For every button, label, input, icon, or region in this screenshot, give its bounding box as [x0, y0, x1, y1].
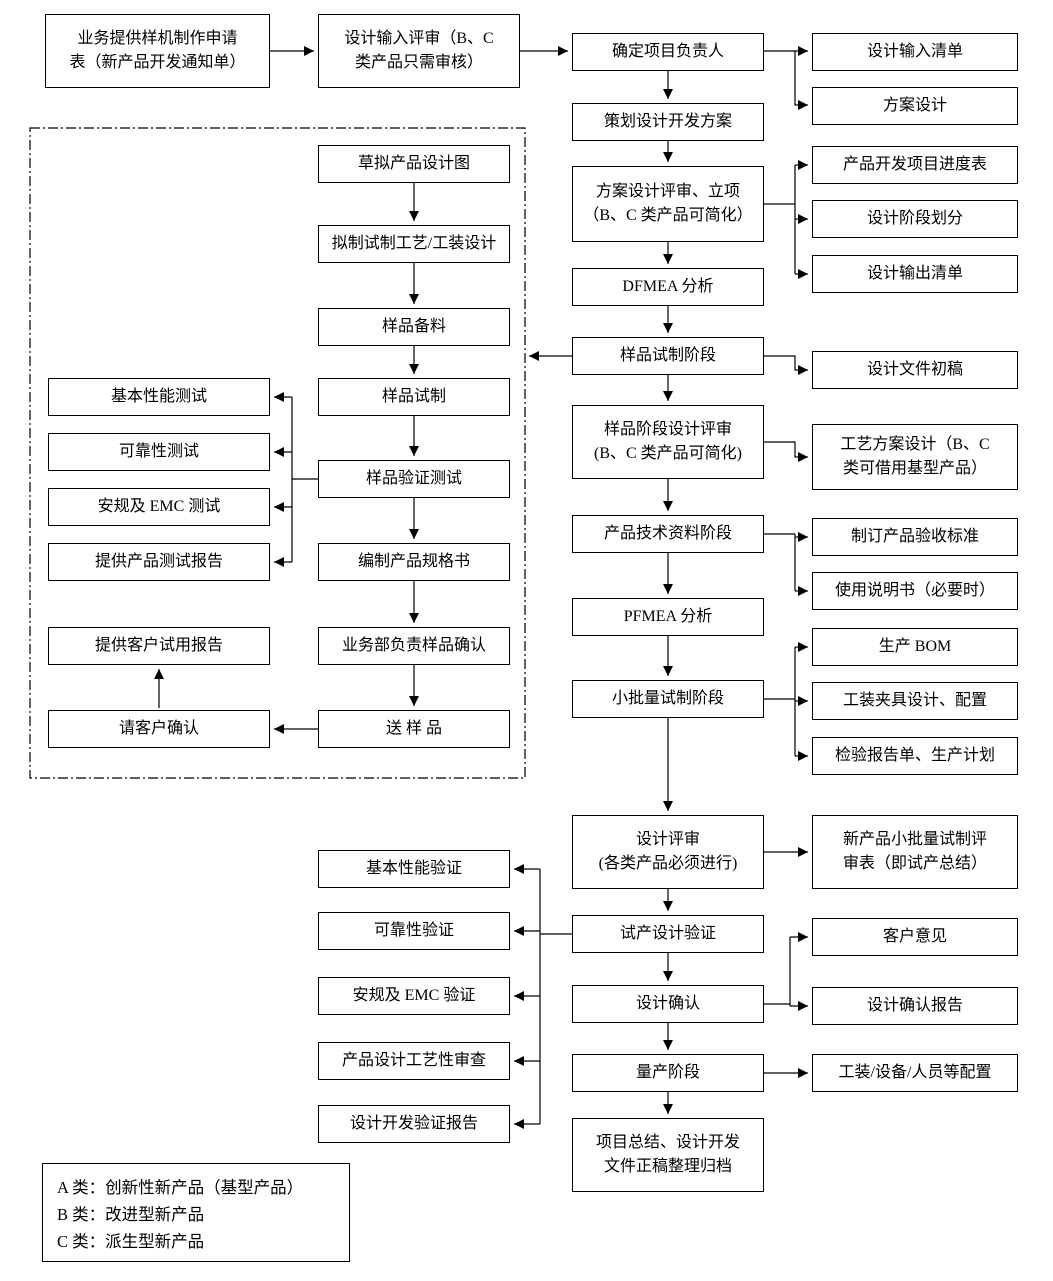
- node-progress-table: 产品开发项目进度表: [812, 146, 1018, 184]
- node-sample-trial-stage: 样品试制阶段: [572, 337, 764, 375]
- node-design-output-list: 设计输出清单: [812, 255, 1018, 293]
- node-process-scheme: 工艺方案设计（B、C 类可借用基型产品）: [812, 424, 1018, 490]
- legend-line-a: A 类：创新性新产品（基型产品）: [57, 1177, 304, 1197]
- node-design-review: 设计评审 (各类产品必须进行): [572, 815, 764, 889]
- node-sample-material: 样品备料: [318, 308, 510, 346]
- node-customer-trial-report: 提供客户试用报告: [48, 627, 270, 665]
- node-customer-confirm: 请客户确认: [48, 710, 270, 748]
- node-sample-trial: 样品试制: [318, 378, 510, 416]
- node-confirm-leader: 确定项目负责人: [572, 33, 764, 71]
- node-draft-design: 草拟产品设计图: [318, 145, 510, 183]
- node-safety-emc-test: 安规及 EMC 测试: [48, 488, 270, 526]
- node-design-confirm: 设计确认: [572, 985, 764, 1023]
- node-pfmea: PFMEA 分析: [572, 598, 764, 636]
- node-mass-production: 量产阶段: [572, 1054, 764, 1092]
- node-spec-book: 编制产品规格书: [318, 543, 510, 581]
- node-scheme-design: 方案设计: [812, 87, 1018, 125]
- node-send-sample: 送 样 品: [318, 710, 510, 748]
- node-basic-perf-verify: 基本性能验证: [318, 850, 510, 888]
- node-safety-emc-verify: 安规及 EMC 验证: [318, 977, 510, 1015]
- legend-line-b: B 类：改进型新产品: [57, 1204, 205, 1224]
- node-design-input-list: 设计输入清单: [812, 33, 1018, 71]
- node-sample-stage-review: 样品阶段设计评审 (B、C 类产品可简化): [572, 405, 764, 479]
- node-fixture-config: 工装夹具设计、配置: [812, 682, 1018, 720]
- node-inspection-report: 检验报告单、生产计划: [812, 737, 1018, 775]
- node-scheme-review: 方案设计评审、立项 （B、C 类产品可简化）: [572, 166, 764, 242]
- node-acceptance-standard: 制订产品验收标准: [812, 518, 1018, 556]
- legend-box: A 类：创新性新产品（基型产品） B 类：改进型新产品 C 类：派生型新产品: [42, 1163, 350, 1262]
- node-design-doc-draft: 设计文件初稿: [812, 351, 1018, 389]
- node-project-summary: 项目总结、设计开发 文件正稿整理归档: [572, 1118, 764, 1192]
- node-confirm-report: 设计确认报告: [812, 987, 1018, 1025]
- node-trial-process-design: 拟制试制工艺/工装设计: [318, 225, 510, 263]
- node-small-batch-stage: 小批量试制阶段: [572, 680, 764, 718]
- node-process-quality-review: 产品设计工艺性审查: [318, 1042, 510, 1080]
- node-trial-verification: 试产设计验证: [572, 915, 764, 953]
- node-dfmea: DFMEA 分析: [572, 268, 764, 306]
- node-apply-form: 业务提供样机制作申请 表（新产品开发通知单）: [45, 14, 270, 88]
- node-plan-scheme: 策划设计开发方案: [572, 103, 764, 141]
- node-sample-confirm: 业务部负责样品确认: [318, 627, 510, 665]
- node-test-report: 提供产品测试报告: [48, 543, 270, 581]
- node-manual: 使用说明书（必要时）: [812, 572, 1018, 610]
- node-basic-perf-test: 基本性能测试: [48, 378, 270, 416]
- legend-line-c: C 类：派生型新产品: [57, 1231, 205, 1251]
- node-reliability-test: 可靠性测试: [48, 433, 270, 471]
- dashed-subprocess-border: [29, 127, 526, 779]
- node-verify-report: 设计开发验证报告: [318, 1105, 510, 1143]
- node-equipment-config: 工装/设备/人员等配置: [812, 1054, 1018, 1092]
- node-production-bom: 生产 BOM: [812, 628, 1018, 666]
- node-customer-opinion: 客户意见: [812, 918, 1018, 956]
- node-reliability-verify: 可靠性验证: [318, 912, 510, 950]
- node-small-batch-review-form: 新产品小批量试制评 审表（即试产总结）: [812, 815, 1018, 889]
- node-stage-division: 设计阶段划分: [812, 200, 1018, 238]
- node-tech-docs-stage: 产品技术资料阶段: [572, 515, 764, 553]
- node-design-input-review: 设计输入评审（B、C 类产品只需审核）: [318, 14, 520, 88]
- node-sample-verify-test: 样品验证测试: [318, 460, 510, 498]
